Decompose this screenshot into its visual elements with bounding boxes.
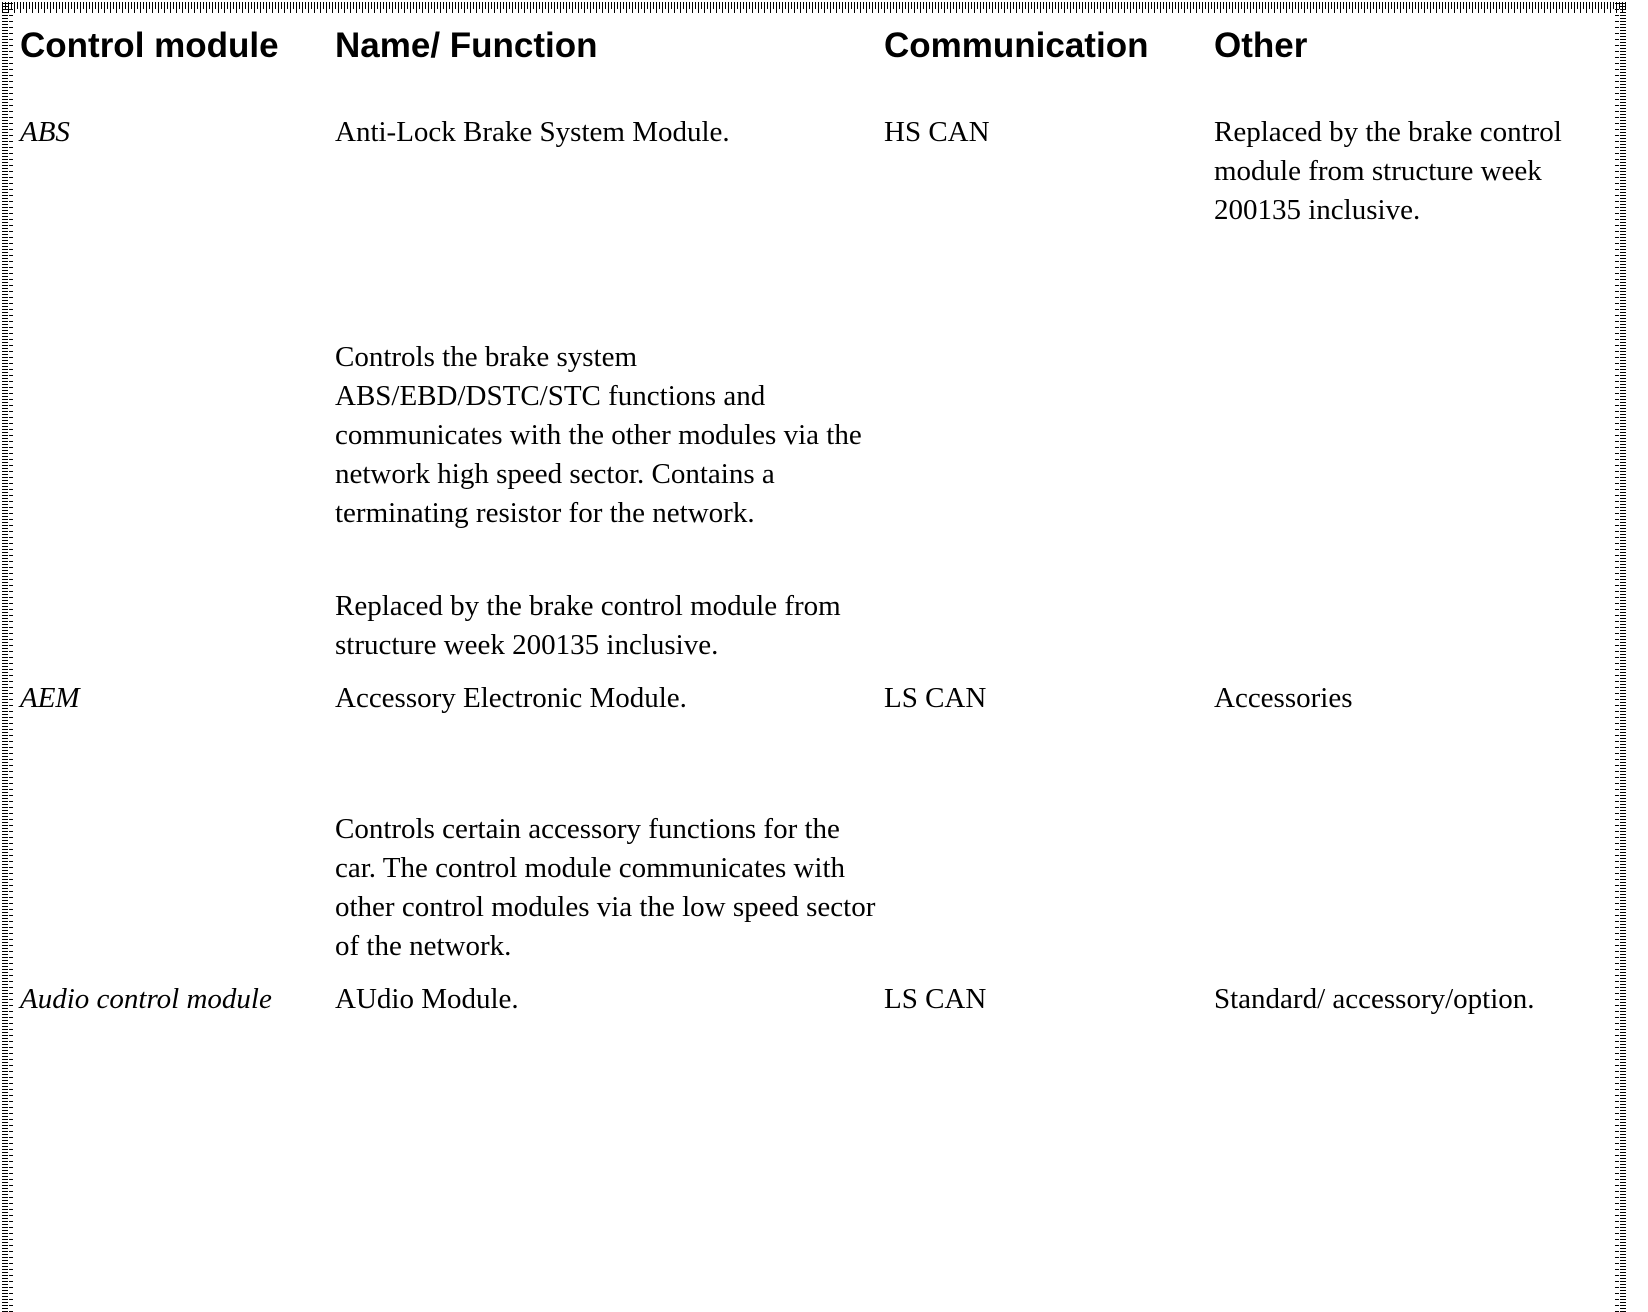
communication-value: LS CAN <box>884 682 987 714</box>
communication-value: HS CAN <box>884 116 990 148</box>
module-name-cell: Audio control module <box>14 980 329 1033</box>
function-paragraph: Anti-Lock Brake System Module. <box>335 116 730 148</box>
header-name-function: Name/ Function <box>335 26 598 65</box>
communication-cell: LS CAN <box>878 980 1208 1033</box>
module-name: Audio control module <box>20 983 272 1015</box>
table-row-aem: AEM Accessory Electronic Module. Control… <box>14 679 1615 980</box>
other-cell: Accessories <box>1208 679 1615 980</box>
table-border-left <box>2 2 13 1312</box>
name-function-cell: Accessory Electronic Module. Controls ce… <box>329 679 878 980</box>
control-module-table: Control module Name/ Function Communicat… <box>14 13 1615 1033</box>
module-name: ABS <box>20 116 70 148</box>
module-name: AEM <box>20 682 80 714</box>
header-other: Other <box>1214 26 1308 65</box>
table-row-audio-control-module: Audio control module AUdio Module. LS CA… <box>14 980 1615 1033</box>
header-row: Control module Name/ Function Communicat… <box>14 13 1615 113</box>
other-value: Standard/ accessory/option. <box>1214 983 1535 1015</box>
function-paragraph: Controls the brake system ABS/EBD/DSTC/S… <box>335 341 862 529</box>
module-name-cell: ABS <box>14 113 329 679</box>
function-paragraph: Replaced by the brake control module fro… <box>335 590 841 661</box>
function-paragraph: AUdio Module. <box>335 983 519 1015</box>
communication-cell: LS CAN <box>878 679 1208 980</box>
communication-cell: HS CAN <box>878 113 1208 679</box>
other-cell: Replaced by the brake control module fro… <box>1208 113 1615 679</box>
header-control-module: Control module <box>20 26 279 65</box>
name-function-cell: AUdio Module. <box>329 980 878 1033</box>
function-paragraph: Controls certain accessory functions for… <box>335 813 876 962</box>
table-row-abs: ABS Anti-Lock Brake System Module. Contr… <box>14 113 1615 679</box>
module-name-cell: AEM <box>14 679 329 980</box>
other-value: Replaced by the brake control module fro… <box>1214 116 1562 226</box>
table-border-right <box>1615 2 1626 1312</box>
name-function-cell: Anti-Lock Brake System Module. Controls … <box>329 113 878 679</box>
table-border-top <box>2 2 1626 13</box>
header-communication: Communication <box>884 26 1149 65</box>
function-paragraph: Accessory Electronic Module. <box>335 682 687 714</box>
communication-value: LS CAN <box>884 983 987 1015</box>
other-value: Accessories <box>1214 682 1353 714</box>
other-cell: Standard/ accessory/option. <box>1208 980 1615 1033</box>
